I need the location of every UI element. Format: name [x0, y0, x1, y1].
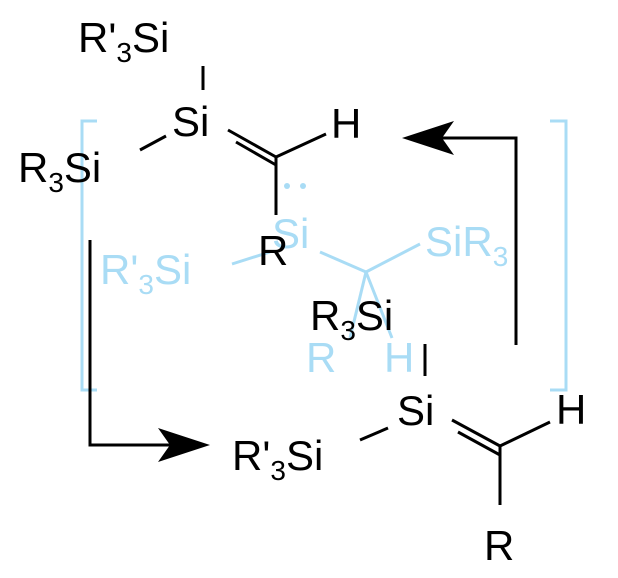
top-center-si-label: Si	[172, 98, 209, 145]
bond-si-c-double-1	[227, 128, 277, 159]
bottom-silyl-label: R3Si	[310, 292, 393, 346]
bond-left-silyl	[359, 426, 389, 442]
bottom-left-silyl-label: R'3Si	[232, 432, 323, 486]
bond-left-silyl	[139, 134, 167, 152]
bond-si-c	[319, 250, 367, 274]
bottom-center-si-label: Si	[397, 387, 434, 434]
arrowhead-right	[158, 428, 210, 462]
top-molecule: R'3Si Si R3Si H R	[18, 14, 361, 274]
top-left-silyl-label: R3Si	[18, 144, 101, 198]
lone-pair-dot	[284, 183, 290, 189]
intermediate-r-label: R	[306, 334, 336, 381]
bottom-r-label: R	[484, 522, 514, 569]
bottom-h-label: H	[556, 386, 586, 433]
lone-pair-dot	[300, 183, 306, 189]
bond-c-h	[275, 132, 327, 159]
bond-c-h	[364, 271, 394, 339]
intermediate-structure: Si SiR3 R'3Si R H	[80, 119, 568, 392]
bond-si-c-double-2	[235, 140, 277, 167]
intermediate-h-label: H	[384, 334, 414, 381]
arrow-forward	[88, 240, 210, 462]
bond-si-c-double-1	[451, 418, 501, 448]
intermediate-sir3-label: SiR3	[425, 218, 508, 272]
intermediate-si-label: Si	[272, 210, 309, 257]
bond-c-sir3	[365, 242, 421, 274]
bond-c-h	[499, 420, 551, 448]
intermediate-silyl-label: R'3Si	[100, 246, 191, 300]
top-silyl-label: R'3Si	[78, 14, 169, 68]
bond-c-r	[348, 271, 368, 339]
top-h-label: H	[331, 100, 361, 147]
arrow-reverse	[402, 121, 518, 345]
bond-silyl-si	[231, 250, 271, 266]
arrowhead-left	[402, 121, 454, 155]
bottom-molecule: R3Si Si R'3Si H R	[232, 292, 586, 569]
bond-si-c-double-2	[457, 430, 501, 457]
bracket-right	[550, 119, 568, 392]
top-r-label: R	[258, 227, 288, 274]
